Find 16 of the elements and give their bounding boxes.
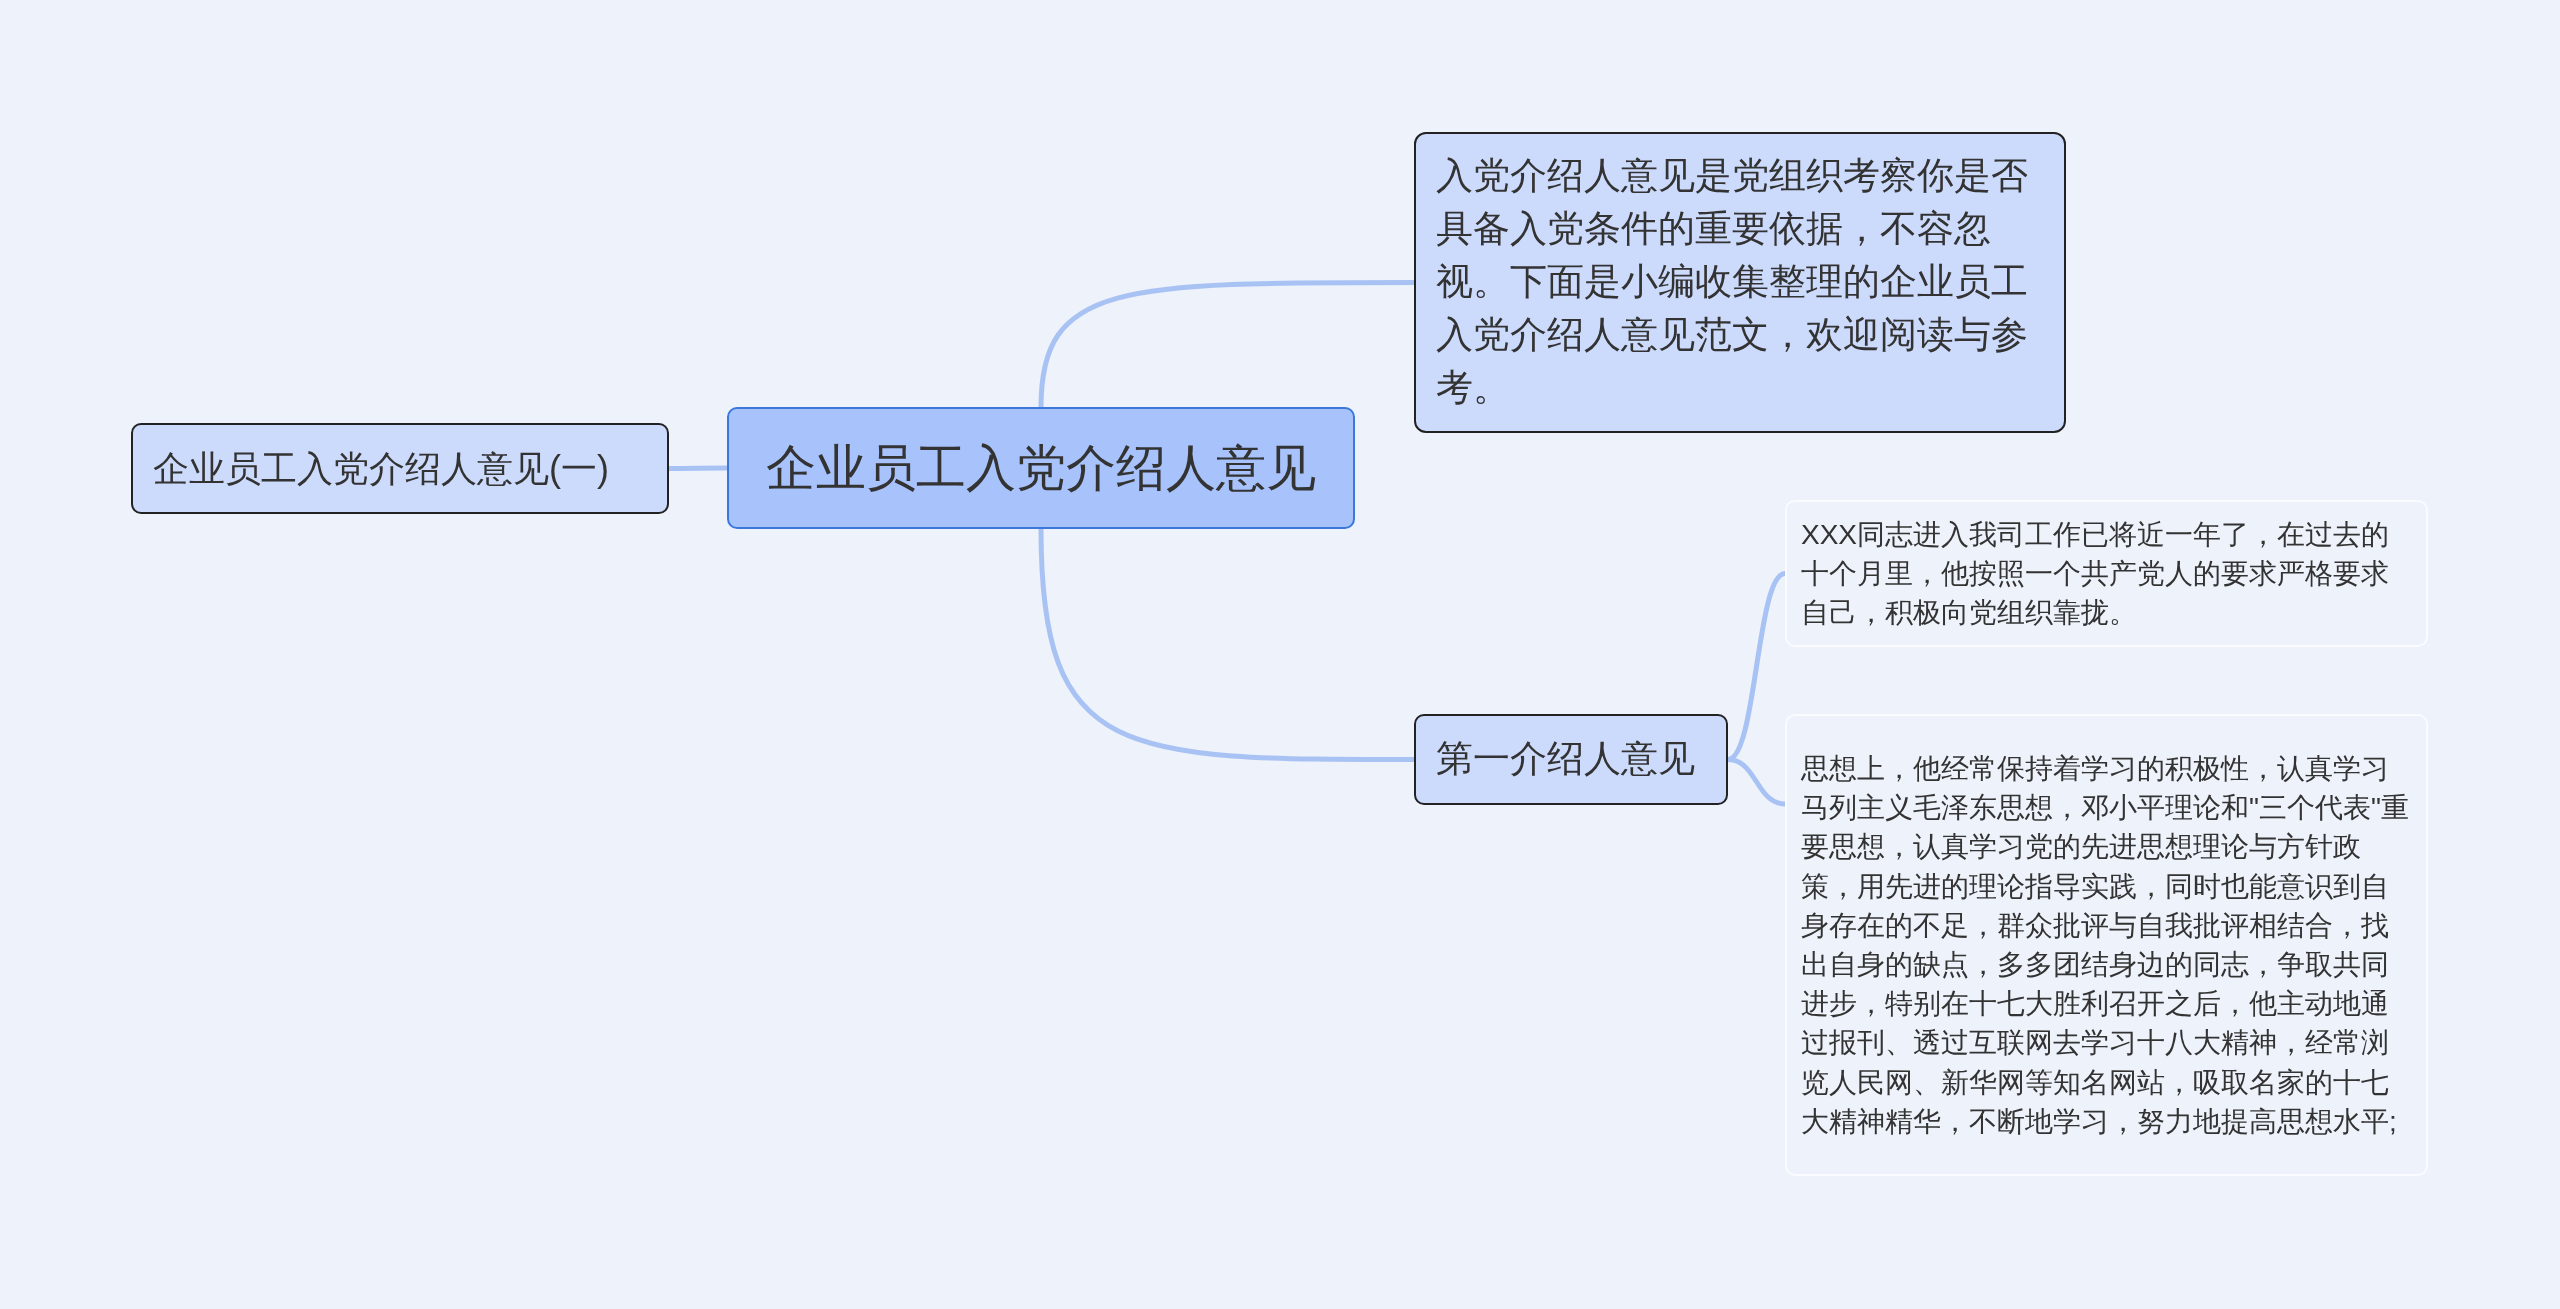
root-topic-box xyxy=(727,407,1355,529)
topic-text: 入党介绍人意见是党组织考察你是否具备入党条件的重要依据，不容忽视。下面是小编收集整理的企业员工入党介绍人意见范文，欢迎阅读与参考。 xyxy=(1436,154,2029,410)
topic-text: 企业员工入党介绍人意见 xyxy=(766,439,1316,498)
topic-box xyxy=(1414,132,2066,433)
topic-text: XXX同志进入我司工作已将近一年了，在过去的十个月里，他按照一个共产党人的要求严格要求自己，积极向党组织靠拢。 xyxy=(1801,517,2391,631)
topic-text: 思想上，他经常保持着学习的积极性，认真学习马列主义毛泽东思想，邓小平理论和"三个代表"重要思想，认真学习党的先进思想理论与方针政策，用先进的理论指导实践，同时也能意识到自身存在的不足，群众批评与自我批评相结合，找出自身的缺点，多多团结身边的同志，争取共同进步，特别在十七大胜利召开之后，他主动地通过报刊、透过互联网去学习十八大精神，经常浏览人民网、新华网等知名网站，吸取名家的十七大精神精华，不断地学习，努力地提高思想水平; xyxy=(1801,752,2410,1139)
connector-line xyxy=(1038,280,1414,408)
connector-line xyxy=(1038,528,1414,762)
topic-text: 企业员工入党介绍人意见(一) xyxy=(153,446,609,491)
connector-line xyxy=(1727,757,1786,807)
topic-box xyxy=(1414,714,1728,805)
note-box xyxy=(1785,500,2428,647)
topic-box xyxy=(131,423,669,514)
topic-text: 第一介绍人意见 xyxy=(1436,737,1695,782)
connector-line xyxy=(669,465,727,471)
note-box xyxy=(1785,714,2428,1176)
